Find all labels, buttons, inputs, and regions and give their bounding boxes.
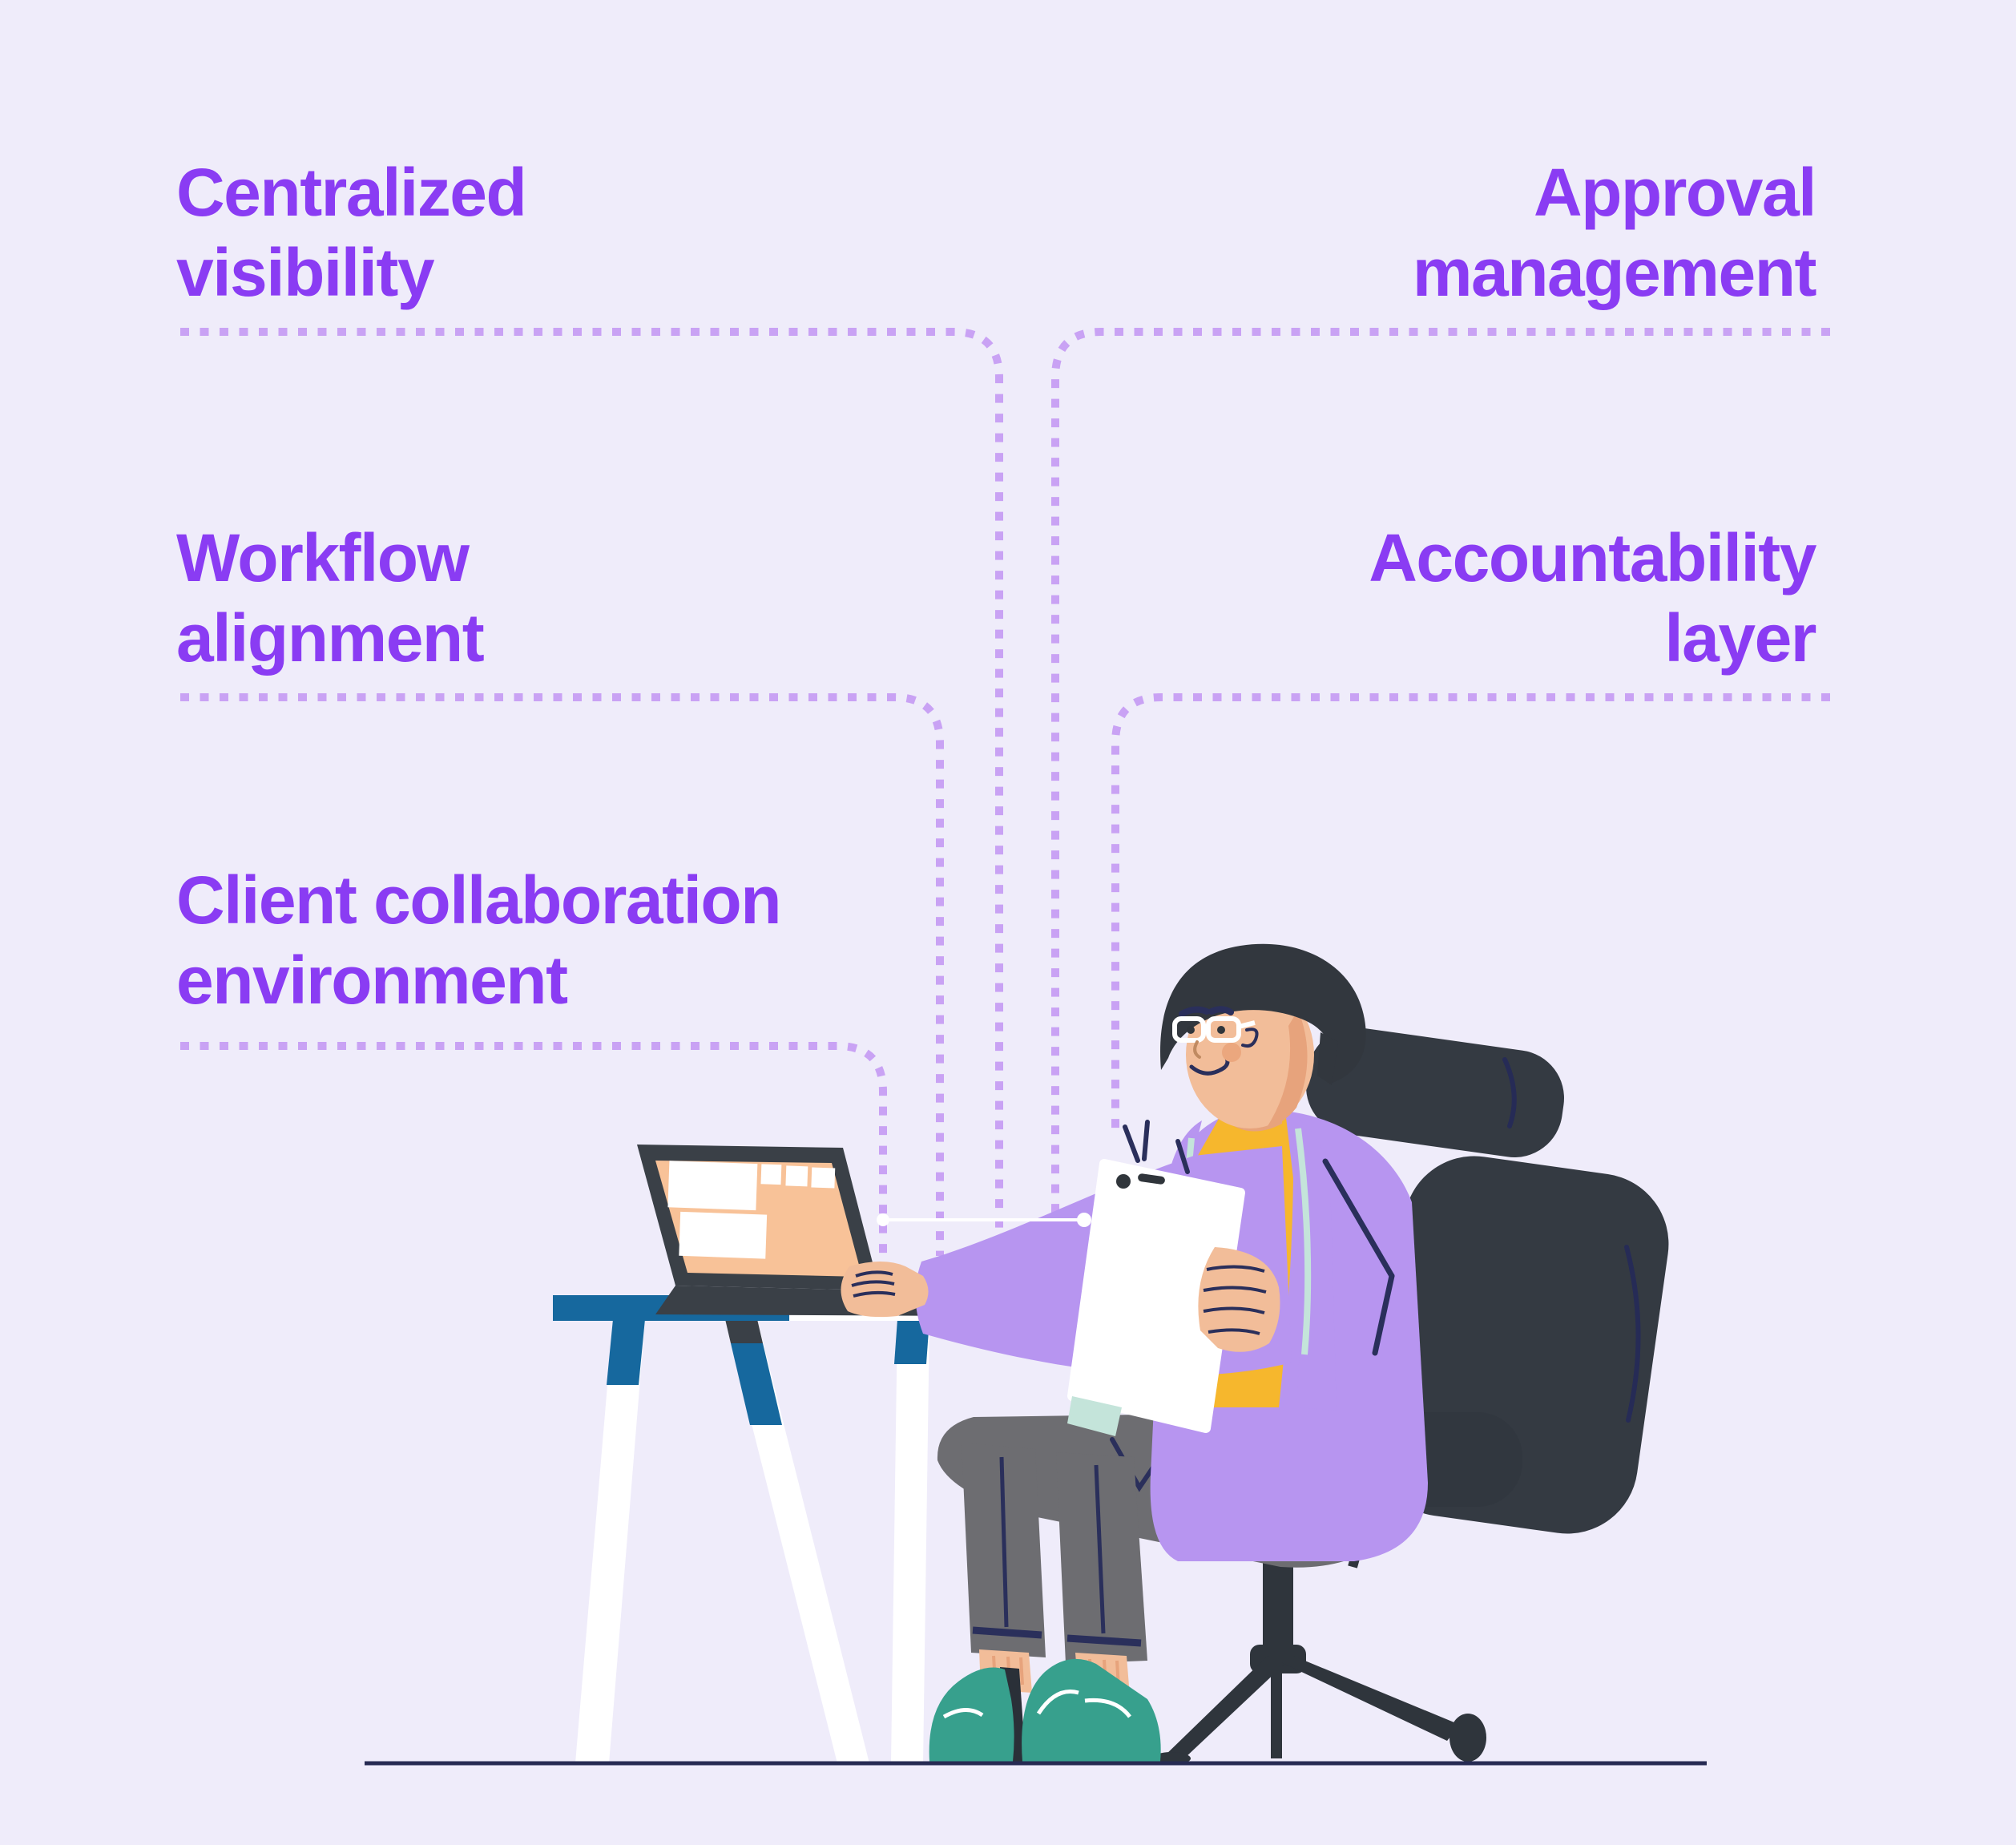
connector-centralized-visibility <box>180 328 1003 1240</box>
tablet <box>1067 1159 1245 1436</box>
person-at-desk-illustration <box>365 943 1707 1766</box>
white-connector-line <box>877 1213 1091 1227</box>
connector-accountability-layer <box>1111 693 1830 1132</box>
connector-client-collaboration <box>180 1042 887 1262</box>
feature-label-accountability-layer: Accountability layer <box>1369 520 1816 676</box>
feature-label-client-collaboration-environment: Client collaboration environment <box>176 862 782 1018</box>
connector-workflow-alignment <box>180 693 944 1256</box>
laptop <box>637 1145 966 1316</box>
feature-label-centralized-visibility: Centralized visibility <box>176 155 527 310</box>
feature-label-approval-management: Approval management <box>1412 155 1817 310</box>
feature-label-workflow-alignment: Workflow alignment <box>176 520 485 676</box>
connector-approval-management <box>1051 328 1830 1213</box>
man <box>841 943 1428 1762</box>
